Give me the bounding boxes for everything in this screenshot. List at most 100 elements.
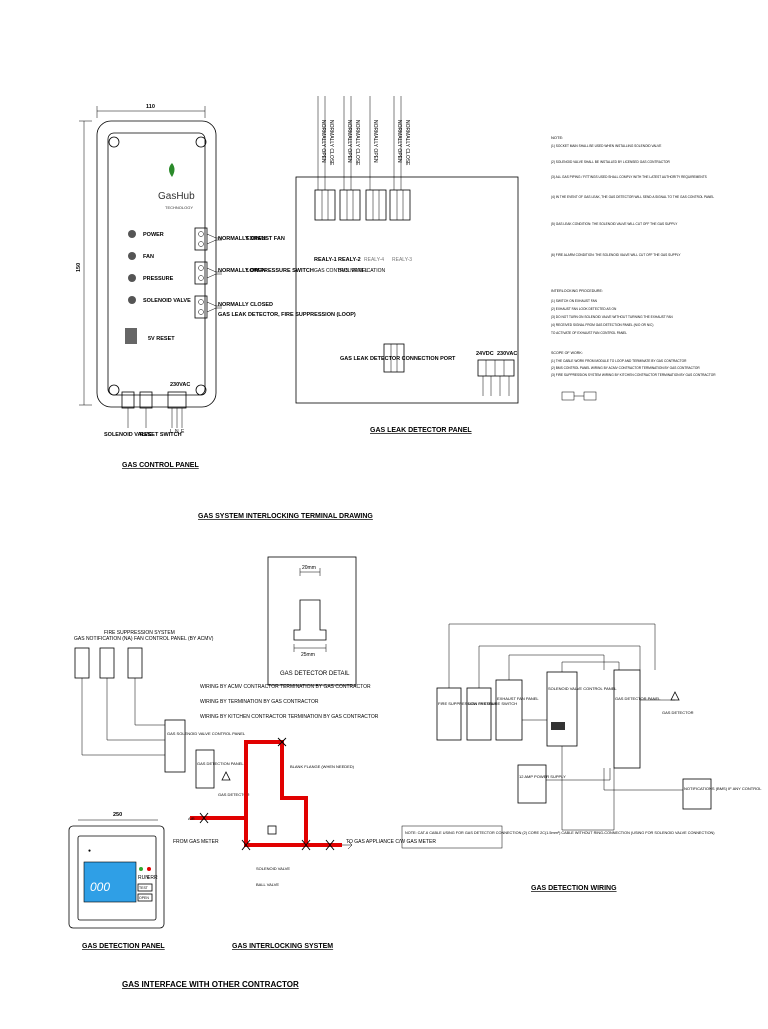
detection-panel-display	[83, 861, 137, 903]
output-3-target: GAS LEAK DETECTOR, FIRE SUPPRESSION (LOO…	[218, 312, 356, 318]
gas-leak-detector-panel: NORMALLY OPEN NORMALLY CLOSE REALY-1 GAS…	[295, 96, 519, 434]
detection-panel-brand-icon: ●	[88, 848, 91, 854]
indicator-power: POWER	[128, 230, 164, 238]
reset-keypad-icon	[125, 328, 137, 344]
dw-box-lowpress: LOW PRESSURE SWITCH	[468, 701, 517, 706]
note-line-6: (6) FIRE ALARM CONDITION: THE SOLENOID V…	[551, 253, 681, 257]
procedure-3: (3) DO NOT TURN ON SOLENOID VALVE WITHOU…	[551, 315, 673, 319]
relay-4: NORMALLY OPEN REALY-4	[364, 96, 387, 263]
output-2-target: LOW PRESSURE SWITCH	[246, 268, 314, 274]
detail-dim-bottom: 25mm	[301, 652, 315, 658]
dw-box-fire: FIRE SUPPRESSION SYSTEM	[438, 701, 495, 706]
notes-heading: NOTE:	[551, 135, 563, 140]
relay-1-contact-2: NORMALLY CLOSE	[328, 120, 334, 166]
note-line-1: (1) SOCKET MAIN SHALL BE USED WHEN INSTA…	[551, 144, 661, 148]
dw-box-exhaust: EXHAUST FAN PANEL	[497, 696, 539, 701]
relay-3: NORMALLY OPEN NORMALLY CLOSE REALY-3	[389, 96, 412, 263]
valve-icons	[199, 737, 335, 851]
indicator-fan: FAN	[128, 252, 154, 260]
relay-3-contact-1: NORMALLY OPEN	[396, 120, 402, 163]
scope-3: (3) FIRE SUPPRESSION SYSTEM WIRING BY KI…	[551, 373, 716, 377]
relay-1: NORMALLY OPEN NORMALLY CLOSE REALY-1 GAS…	[314, 96, 368, 274]
relay-2-name: REALY-2	[338, 257, 361, 263]
scope-2: (2) BMS CONTROL PANEL WIRING BY ACMV CON…	[551, 366, 700, 370]
relay-2-contact-1: NORMALLY OPEN	[346, 120, 352, 163]
output-2-state: NORMALLY OPEN	[218, 268, 266, 274]
procedure-2: (2) EXHAUST FAN LOOK DETECTED AS ON	[551, 307, 617, 311]
dw-note: NOTE: CAT-6 CABLE USING FOR GAS DETECTOR…	[405, 831, 715, 835]
note-line-4: (4) IN THE EVENT OF GAS LEAK, THE GAS DE…	[551, 195, 714, 199]
reset-label: 5V RESET	[148, 336, 175, 342]
relay-2-contact-2: NORMALLY CLOSE	[354, 120, 360, 166]
dw-box-power: 12 AMP POWER SUPPLY	[519, 774, 566, 779]
detail-dim-top: 20mm	[302, 565, 316, 571]
pipe-ball-valve: BALL VALVE	[256, 882, 279, 887]
scope-1: (1) THE CABLE WORK FROM MODULE TO LOOP A…	[551, 359, 687, 363]
pipe-air: AIR	[188, 816, 195, 821]
pipe-to-appliance: TO GAS APPLIANCE C/W GAS METER	[346, 839, 436, 845]
relay-1-name: REALY-1	[314, 257, 337, 263]
output-1-target: EXHAUST FAN	[246, 236, 285, 242]
gas-control-panel: 110 150 GasHub TECHNOLOGY POWER FAN PR	[76, 104, 356, 469]
status-run: RUN	[138, 875, 149, 881]
interlock-terminal-title: GAS SYSTEM INTERLOCKING TERMINAL DRAWING	[198, 513, 373, 520]
gashub-logo: GasHub TECHNOLOGY	[158, 163, 195, 210]
procedure-5: TO ACTIVATE OF EXHAUST FAN CONTROL PANEL	[551, 331, 627, 335]
gas-detection-panel-front: 250 ● 000 RUN ERR TEST OPEN GAS DETECTIO…	[68, 812, 165, 950]
cp-dim-height: 150	[76, 263, 82, 272]
procedure-1: (1) SWITCH ON EXHAUST FAN	[551, 299, 598, 303]
leak-panel-title: GAS LEAK DETECTOR PANEL	[370, 427, 472, 434]
indicator-pressure: PRESSURE	[128, 274, 174, 282]
indicator-solenoid: SOLENOID VALVE	[128, 296, 191, 304]
power-label-24vdc: 24VDC	[476, 351, 494, 357]
dw-box-solenoid: SOLENOID VALVE CONTROL PANEL	[548, 686, 617, 691]
wiring-note-1: WIRING BY ACMV CONTRACTOR TERMINATION BY…	[200, 684, 371, 690]
wiring-note-2: WIRING BY TERMINATION BY GAS CONTRACTOR	[200, 699, 319, 705]
relay-4-contact-1: NORMALLY OPEN	[372, 120, 378, 163]
relay-3-name: REALY-3	[392, 257, 412, 263]
display-value: 000	[90, 880, 110, 894]
procedure-heading: INTERLOCKING PROCEDURE:	[551, 289, 603, 293]
pipe-solenoid-valve: SOLENOID VALVE	[256, 866, 290, 871]
ilk-top-box-3: FAN CONTROL PANEL (BY ACMV)	[134, 636, 214, 642]
note-line-2: (2) SOLENOID VALVE SHALL BE INSTALLED BY…	[551, 160, 670, 164]
power-label-230: 230VAC	[170, 382, 190, 388]
indicator-power-label: POWER	[143, 232, 164, 238]
detection-panel-dim: 250	[113, 812, 122, 818]
relay-1-desc: GAS CONTROL PANEL	[314, 268, 368, 274]
relay-2-desc: BMS NOTIFICATION	[338, 268, 386, 274]
note-line-3: (3) ALL GAS PIPING / FITTINGS USED SHALL…	[551, 175, 707, 179]
cp-dim-width: 110	[146, 104, 155, 110]
brand-name: GasHub	[158, 191, 195, 202]
connection-port-label: GAS LEAK DETECTOR CONNECTION PORT	[340, 356, 456, 362]
dw-box-bms: NOTIFICATIONS (BMS) IF ANY CONTROL	[684, 786, 762, 791]
indicator-pressure-label: PRESSURE	[143, 276, 174, 282]
ilk-top-box-2: FIRE SUPPRESSION SYSTEM	[104, 630, 175, 636]
power-label-230vac: 230VAC	[497, 351, 517, 357]
ilk-top-box-1: GAS NOTIFICATION (NA)	[74, 636, 133, 642]
footer-title: GAS INTERFACE WITH OTHER CONTRACTOR	[122, 980, 299, 989]
pipe-blank-flange: BLANK FLANGE (WHEN NEEDED)	[290, 764, 355, 769]
solenoid-control-box: GAS SOLENOID VALVE CONTROL PANEL	[167, 731, 246, 736]
relay-4-name: REALY-4	[364, 257, 384, 263]
detection-wiring-title: GAS DETECTION WIRING	[531, 885, 617, 892]
detection-panel-box: GAS DETECTION PANEL	[197, 761, 244, 766]
brand-sub: TECHNOLOGY	[165, 205, 193, 210]
output-1-state: NORMALLY OPEN	[218, 236, 266, 242]
wiring-note-3: WIRING BY KITCHEN CONTRACTOR TERMINATION…	[200, 714, 379, 720]
terminal-e: E	[181, 429, 185, 435]
procedure-4: (4) RECEIVED SIGNAL FROM GAS DETECTION P…	[551, 323, 653, 327]
control-panel-title: GAS CONTROL PANEL	[122, 462, 199, 469]
detection-panel-title: GAS DETECTION PANEL	[82, 943, 165, 950]
indicator-fan-label: FAN	[143, 254, 154, 260]
note-line-5: (5) GAS LEAK CONDITION: THE SOLENOID VAL…	[551, 222, 678, 226]
indicator-solenoid-label: SOLENOID VALVE	[143, 298, 191, 304]
dw-box-detector: GAS DETECTOR PANEL	[615, 696, 661, 701]
interlocking-system-title: GAS INTERLOCKING SYSTEM	[232, 943, 333, 950]
gas-detector-detail: 20mm 25mm GAS DETECTOR DETAIL	[267, 556, 357, 686]
relay-3-contact-2: NORMALLY CLOSE	[404, 120, 410, 166]
scope-heading: SCOPE OF WORK:	[551, 351, 583, 355]
gas-interlocking-system: GAS NOTIFICATION (NA) FIRE SUPPRESSION S…	[74, 630, 436, 950]
relay-1-contact-1: NORMALLY OPEN	[320, 120, 326, 163]
